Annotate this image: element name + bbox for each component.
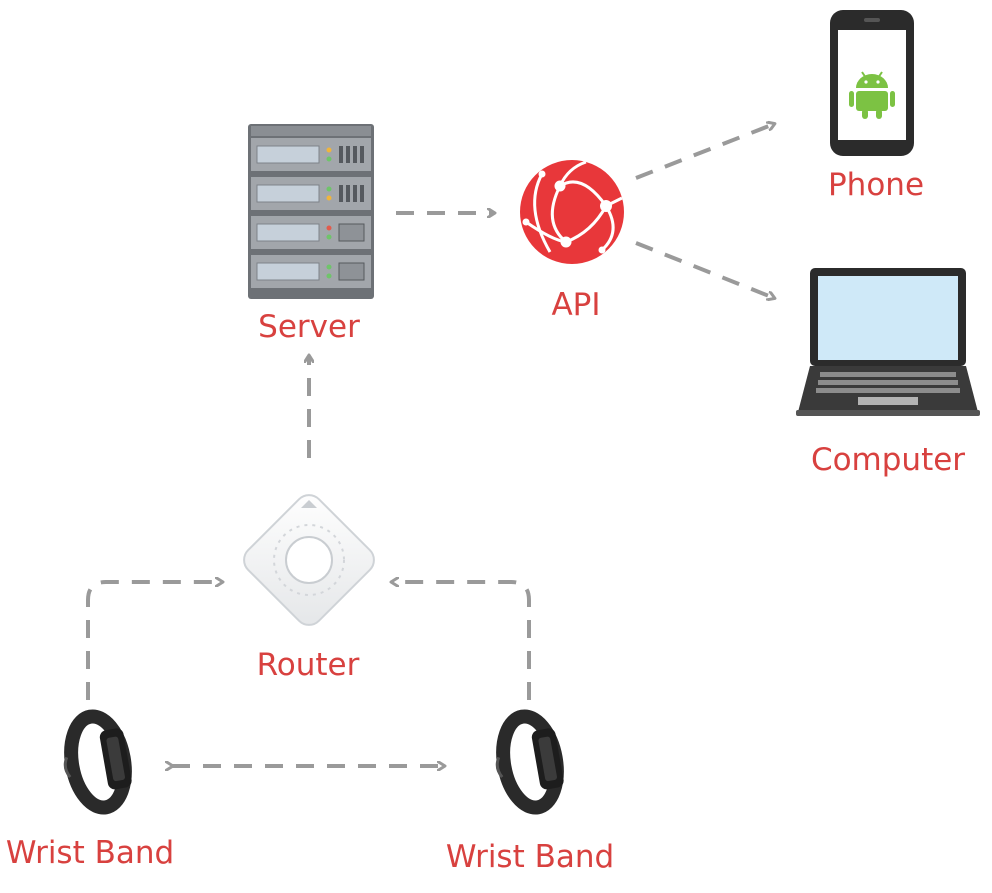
computer-label: Computer [810,442,966,478]
android-phone-icon [830,10,914,156]
wristband-right-label: Wrist Band [445,839,615,875]
laptop-icon [796,268,980,416]
wristband-left-label: Wrist Band [5,835,175,871]
server-unit [251,138,371,171]
server-unit [251,177,371,210]
android-logo-icon [849,71,895,119]
keyboard [816,372,960,405]
connector-api-to-phone [635,124,774,180]
phone-label: Phone [827,167,925,203]
wristband-icon [63,709,132,815]
network-globe-icon [520,160,624,264]
server-unit [251,255,371,288]
connector-wristband-left-to-router [86,582,222,700]
server-rack-icon [248,124,374,299]
server-unit [251,216,371,249]
connectors [86,124,774,766]
router-icon [243,494,375,626]
api-label: API [551,287,601,323]
connector-api-to-computer [635,241,774,298]
connector-wristband-right-to-router [392,582,531,700]
router-label: Router [256,647,360,683]
wristband-icon [495,709,564,815]
server-label: Server [258,309,360,345]
